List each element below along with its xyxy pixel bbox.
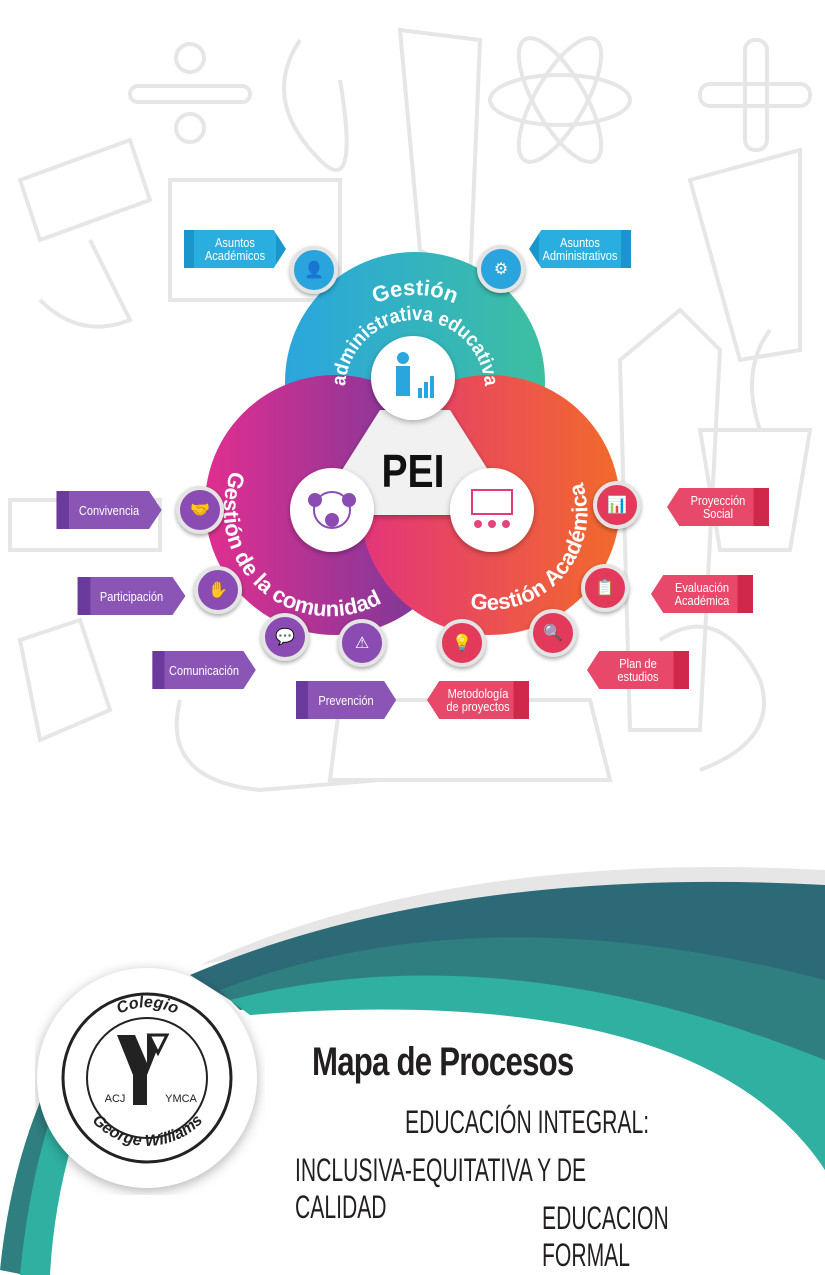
administrator-growth-icon: [371, 336, 455, 420]
clipboard-check-icon[interactable]: 📋: [581, 564, 629, 612]
label-proyeccion-social[interactable]: Proyección Social: [667, 488, 769, 526]
svg-text:YMCA: YMCA: [165, 1093, 197, 1105]
label-text: Metodología de proyectos: [446, 686, 510, 714]
label-convivencia[interactable]: Convivencia: [56, 491, 162, 529]
academic-affairs-icon[interactable]: 👤: [290, 246, 338, 294]
label-plan-estudios[interactable]: Plan de estudios: [587, 651, 689, 689]
document-search-icon[interactable]: 🔍: [529, 609, 577, 657]
social-projection-icon[interactable]: 📊: [593, 481, 641, 529]
label-metodologia-proyectos[interactable]: Metodología de proyectos: [427, 681, 529, 719]
colegio-george-williams-logo: Colegio George Williams ACJ YMCA: [37, 968, 257, 1188]
pei-center: [342, 410, 488, 515]
label-text: Asuntos Académicos: [204, 235, 266, 263]
label-asuntos-academicos[interactable]: Asuntos Académicos: [184, 230, 286, 268]
label-text: Comunicación: [168, 662, 240, 678]
process-venn-diagram: PEI Gestión administrativa educativa Ges…: [205, 252, 620, 635]
footer-title: Mapa de Procesos: [312, 1040, 574, 1084]
footer-waves: [0, 867, 825, 1275]
label-text: Plan de estudios: [617, 656, 659, 684]
idea-project-icon[interactable]: 💡: [438, 619, 486, 667]
warning-icon[interactable]: ⚠: [338, 619, 386, 667]
label-text: Convivencia: [78, 502, 140, 518]
label-text: Prevención: [318, 692, 374, 708]
label-evaluacion-academica[interactable]: Evaluación Académica: [651, 575, 753, 613]
administrative-affairs-icon[interactable]: ⚙: [477, 245, 525, 293]
participation-hands-icon[interactable]: ✋: [194, 566, 242, 614]
handshake-icon[interactable]: 🤝: [176, 486, 224, 534]
label-asuntos-administrativos[interactable]: Asuntos Administrativos: [529, 230, 631, 268]
footer-line-2: INCLUSIVA-EQUITATIVA Y DE CALIDAD: [295, 1152, 587, 1225]
label-text: Participación: [99, 588, 164, 604]
label-comunicacion[interactable]: Comunicación: [152, 651, 256, 689]
label-text: Proyección Social: [690, 493, 746, 521]
footer-line-1: EDUCACIÓN INTEGRAL:: [405, 1104, 650, 1140]
teacher-presentation-icon: [450, 468, 534, 552]
community-network-icon: [290, 468, 374, 552]
label-participacion[interactable]: Participación: [77, 577, 186, 615]
svg-text:ACJ: ACJ: [105, 1093, 126, 1105]
pei-label: PEI: [382, 446, 445, 498]
footer-line-3: EDUCACION FORMAL: [542, 1200, 669, 1273]
label-prevencion[interactable]: Prevención: [295, 681, 397, 719]
label-text: Asuntos Administrativos: [542, 235, 618, 263]
label-text: Evaluación Académica: [674, 580, 730, 608]
chat-bubble-icon[interactable]: 💬: [261, 613, 309, 661]
